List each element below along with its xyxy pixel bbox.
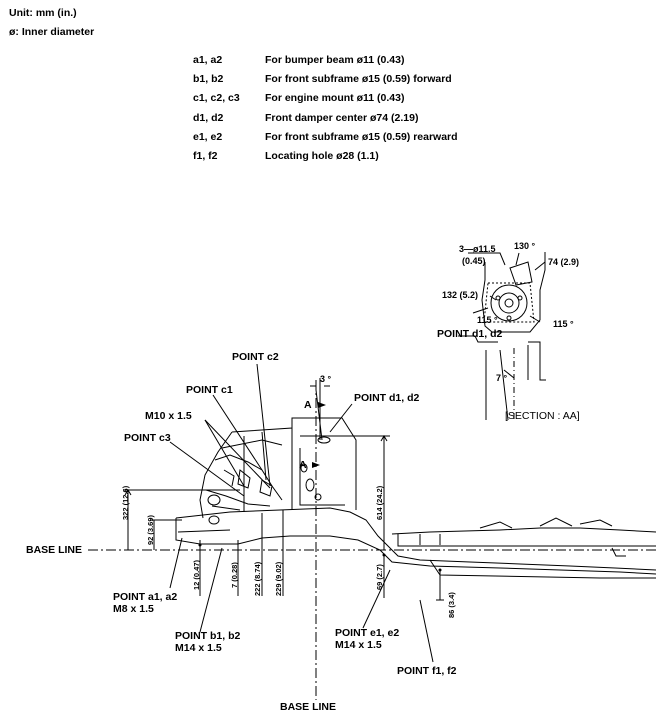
callout-point-a: POINT a1, a2	[113, 591, 178, 603]
legend-row: b1, b2 For front subframe ø15 (0.59) forw…	[193, 69, 458, 88]
legend-desc: For front subframe ø15 (0.59) forward	[265, 72, 452, 85]
callout-point-c3: POINT c3	[124, 432, 171, 444]
point-legend: a1, a2 For bumper beam ø11 (0.43) b1, b2 F…	[193, 50, 458, 166]
front-frame	[175, 417, 656, 579]
callout-m8: M8 x 1.5	[113, 603, 154, 615]
legend-desc: For bumper beam ø11 (0.43)	[265, 53, 405, 66]
legend-row: a1, a2 For bumper beam ø11 (0.43)	[193, 50, 458, 69]
callout-leaders	[169, 363, 434, 663]
callout-m14-e: M14 x 1.5	[335, 639, 382, 651]
section-marker-a-upper: A	[304, 399, 312, 411]
legend-desc: For engine mount ø11 (0.43)	[265, 92, 405, 105]
base-line-label-vertical: BASE LINE	[280, 701, 337, 713]
callout-m10: M10 x 1.5	[145, 410, 192, 422]
legend-row: c1, c2, c3 For engine mount ø11 (0.43)	[193, 89, 458, 108]
section-angle-left: 115 °	[477, 315, 498, 325]
section-marker-a-lower: A	[299, 459, 307, 471]
legend-row: d1, d2 Front damper center ø74 (2.19)	[193, 108, 458, 127]
section-title: [SECTION : AA]	[505, 410, 580, 422]
legend-key: e1, e2	[193, 130, 223, 143]
legend-row: e1, e2 For front subframe ø15 (0.59) rear…	[193, 127, 458, 146]
callout-point-b: POINT b1, b2	[175, 630, 241, 642]
legend-key: d1, d2	[193, 111, 224, 124]
callout-point-c2: POINT c2	[232, 351, 279, 363]
callout-point-d: POINT d1, d2	[354, 392, 420, 404]
dim-12: 12 (0.47)	[192, 559, 201, 590]
section-point-label: POINT d1, d2	[437, 328, 503, 340]
callout-point-f: POINT f1, f2	[397, 665, 457, 677]
dim-614: 614 (24.2)	[375, 485, 384, 520]
legend-desc: Front damper center ø74 (2.19)	[265, 111, 419, 124]
legend-key: f1, f2	[193, 150, 218, 163]
legend-row: f1, f2 Locating hole ø28 (1.1)	[193, 146, 458, 165]
inner-diameter-note: ø: Inner diameter	[9, 26, 95, 38]
section-dim-74: 74 (2.9)	[548, 257, 580, 267]
section-aa-detail	[458, 252, 546, 421]
callout-m14-b: M14 x 1.5	[175, 642, 222, 654]
legend-desc: Locating hole ø28 (1.1)	[265, 150, 379, 163]
legend-key: b1, b2	[193, 72, 224, 85]
legend-desc: For front subframe ø15 (0.59) rearward	[265, 130, 458, 143]
dimension-lines	[124, 378, 444, 601]
legend-key: c1, c2, c3	[193, 92, 240, 105]
callout-angle-3: 3 °	[320, 374, 332, 384]
dim-322: 322 (12.6)	[121, 485, 130, 520]
callout-point-e: POINT e1, e2	[335, 627, 400, 639]
base-line-label-horizontal: BASE LINE	[26, 544, 83, 556]
legend-key: a1, a2	[193, 53, 223, 66]
dim-69: 69 (2.7)	[375, 564, 384, 590]
section-angle-top: 130 °	[514, 241, 536, 251]
unit-note: Unit: mm (in.)	[9, 7, 77, 19]
section-angle-right: 115 °	[553, 319, 574, 329]
dim-222: 222 (8.74)	[253, 561, 262, 596]
section-hole-dia-inch: (0.45)	[462, 256, 486, 266]
section-angle-7: 7 °	[496, 373, 508, 383]
dim-86: 86 (3.4)	[447, 592, 456, 618]
dim-7: 7 (0.28)	[230, 562, 239, 588]
section-arrows	[198, 402, 442, 572]
dim-229: 229 (9.02)	[274, 561, 283, 596]
section-dim-132: 132 (5.2)	[442, 290, 479, 300]
dim-92: 92 (3.69)	[146, 514, 155, 545]
section-hole-dia: 3—ø11.5	[459, 244, 496, 254]
callout-point-c1: POINT c1	[186, 384, 233, 396]
